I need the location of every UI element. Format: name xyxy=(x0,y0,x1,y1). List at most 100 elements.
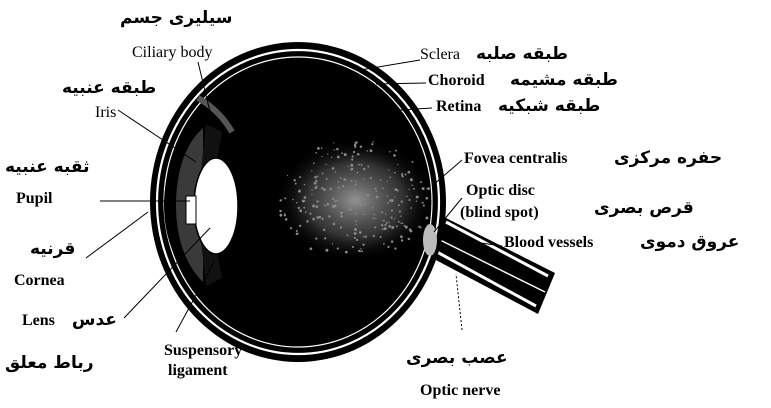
pupil-label-fa: ثقبه عنبیه xyxy=(5,157,90,177)
speckle-dot xyxy=(416,200,417,201)
speckle-dot xyxy=(426,197,429,200)
suspensory-label-fa: رباط معلق xyxy=(5,353,94,373)
speckle-dot xyxy=(396,225,398,227)
speckle-dot xyxy=(408,199,410,201)
speckle-dot xyxy=(394,172,396,174)
cornea-label-fa: قرنیه xyxy=(30,239,75,259)
speckle-dot xyxy=(401,200,403,202)
speckle-dot xyxy=(357,198,359,200)
speckle-dot xyxy=(409,229,412,232)
speckle-dot xyxy=(364,203,366,205)
speckle-dot xyxy=(332,167,335,170)
retina-label: Retina xyxy=(436,98,481,116)
speckle-dot xyxy=(311,194,312,195)
speckle-dot xyxy=(357,153,360,156)
speckle-dot xyxy=(290,227,292,229)
speckle-dot xyxy=(423,204,424,205)
speckle-dot xyxy=(360,145,362,147)
speckle-dot xyxy=(380,236,382,238)
optic-nerve-label-fa: عصب بصری xyxy=(406,348,508,368)
speckle-dot xyxy=(382,228,384,230)
speckle-dot xyxy=(340,215,342,217)
speckle-dot xyxy=(356,224,357,225)
speckle-dot xyxy=(317,147,320,150)
optic-disc-label-fa: قرص بصری xyxy=(594,198,694,218)
speckle-dot xyxy=(315,237,317,239)
speckle-dot xyxy=(341,152,343,154)
speckle-dot xyxy=(354,199,356,201)
speckle-dot xyxy=(350,168,353,171)
speckle-dot xyxy=(385,213,386,214)
speckle-dot xyxy=(391,210,393,212)
sclera-label-fa: طبقه صلبه xyxy=(476,44,568,64)
speckle-dot xyxy=(292,199,293,200)
speckle-dot xyxy=(298,207,300,209)
speckle-dot xyxy=(383,220,385,222)
speckle-dot xyxy=(391,217,393,219)
speckle-dot xyxy=(326,178,328,180)
speckle-dot xyxy=(381,224,383,226)
optic-disc-label-line2: (blind spot) xyxy=(460,204,539,222)
ciliary-body-label: Ciliary body xyxy=(132,44,212,62)
speckle-dot xyxy=(364,199,365,200)
speckle-dot xyxy=(373,214,375,216)
speckle-dot xyxy=(405,174,407,176)
speckle-dot xyxy=(352,246,354,248)
speckle-dot xyxy=(337,248,339,250)
speckle-dot xyxy=(384,227,387,230)
speckle-dot xyxy=(352,155,354,157)
speckle-dot xyxy=(316,216,319,219)
leader-cornea xyxy=(86,212,148,258)
lens xyxy=(194,158,238,254)
speckle-dot xyxy=(313,162,315,164)
speckle-dot xyxy=(343,178,346,181)
speckle-dot xyxy=(317,176,318,177)
speckle-dot xyxy=(316,205,319,208)
speckle-dot xyxy=(398,204,400,206)
optic-disc-label-line1: Optic disc xyxy=(466,182,535,200)
speckle-dot xyxy=(389,151,390,152)
speckle-dot xyxy=(332,198,334,200)
speckle-dot xyxy=(304,196,307,199)
speckle-dot xyxy=(395,150,397,152)
speckle-dot xyxy=(299,225,301,227)
ciliary-body-label-fa: سیلیری جسم xyxy=(120,8,233,28)
speckle-dot xyxy=(355,181,357,183)
speckle-dot xyxy=(321,187,323,189)
lens-label-fa: عدس xyxy=(72,310,117,330)
speckle-dot xyxy=(306,220,308,222)
speckle-dot xyxy=(334,201,335,202)
speckle-dot xyxy=(347,166,348,167)
speckle-dot xyxy=(387,202,389,204)
speckle-dot xyxy=(360,204,363,207)
speckle-dot xyxy=(340,227,342,229)
speckle-dot xyxy=(336,148,339,151)
speckle-dot xyxy=(284,197,286,199)
optic-nerve-label: Optic nerve xyxy=(420,382,500,400)
speckle-dot xyxy=(408,238,410,240)
speckle-dot xyxy=(360,232,362,234)
speckle-dot xyxy=(342,185,344,187)
pupil-opening xyxy=(186,196,196,224)
speckle-dot xyxy=(370,177,372,179)
speckle-dot xyxy=(332,243,333,244)
speckle-dot xyxy=(333,223,336,226)
speckle-dot xyxy=(402,176,404,178)
speckle-dot xyxy=(422,202,424,204)
speckle-dot xyxy=(285,218,288,221)
speckle-dot xyxy=(375,190,377,192)
speckle-dot xyxy=(333,142,334,143)
speckle-dot xyxy=(325,249,328,252)
speckle-dot xyxy=(287,175,288,176)
speckle-dot xyxy=(400,235,403,238)
pupil-label: Pupil xyxy=(16,190,52,208)
leader-optic-nerve xyxy=(456,274,462,330)
speckle-dot xyxy=(391,199,394,202)
speckle-dot xyxy=(295,183,297,185)
iris-label: Iris xyxy=(95,104,116,122)
speckle-dot xyxy=(296,233,299,236)
speckle-dot xyxy=(302,200,304,202)
speckle-dot xyxy=(367,194,370,197)
speckle-dot xyxy=(394,247,396,249)
